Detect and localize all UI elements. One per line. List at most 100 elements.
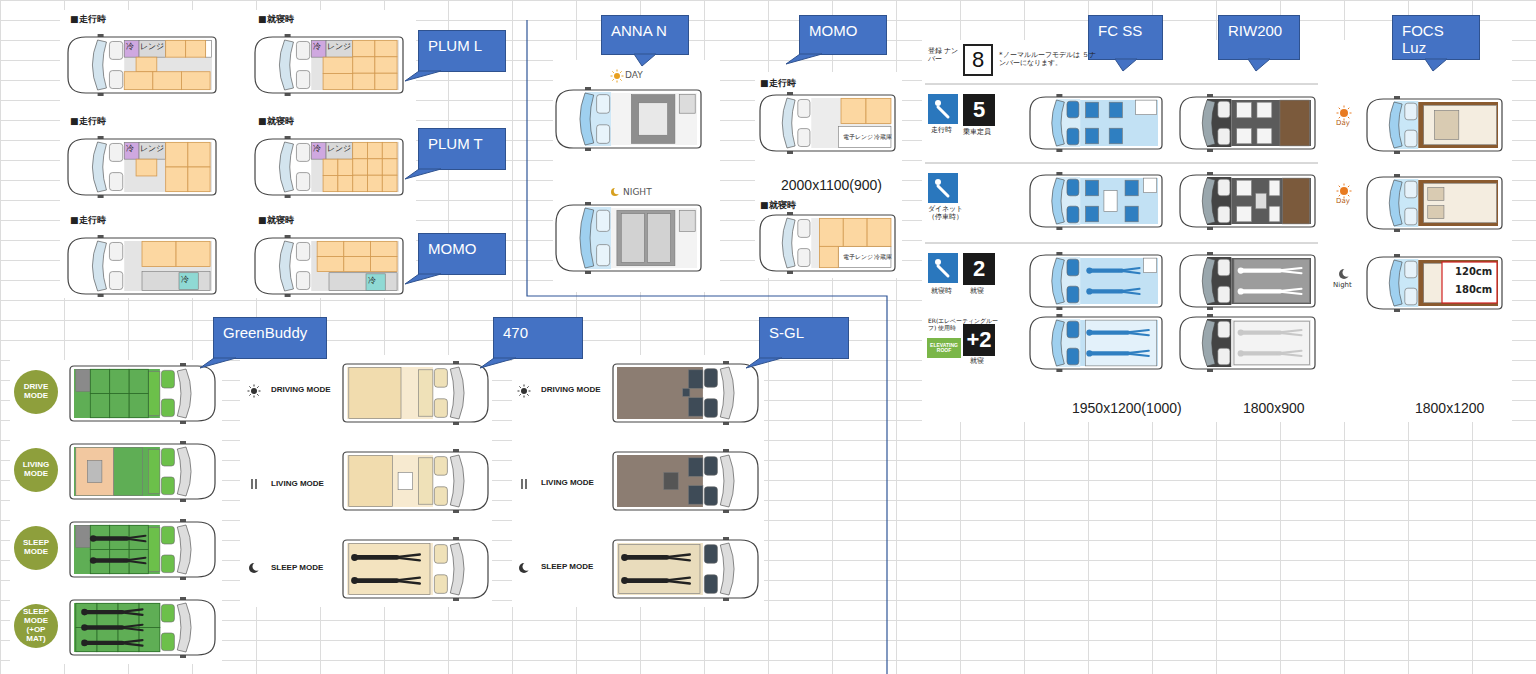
cargo-floor — [1231, 320, 1311, 366]
sun-ray — [620, 79, 621, 80]
person-body — [355, 578, 397, 583]
callout-tail-shape — [746, 358, 782, 368]
seat — [296, 143, 309, 161]
person-body — [625, 578, 667, 583]
person-body — [1241, 351, 1280, 355]
cargo-floor — [311, 40, 399, 90]
node-text: ANNA N — [611, 22, 667, 39]
cushion-tile — [367, 159, 382, 175]
cargo-floor — [1231, 178, 1311, 224]
callout-tail — [1115, 59, 1139, 73]
interior-part — [688, 370, 703, 389]
label-text: 冷 — [368, 277, 376, 286]
label-text: 冷蔵庫 — [874, 134, 892, 141]
cushion-tile — [110, 394, 129, 418]
interior-part — [148, 528, 160, 572]
cushion-tile — [370, 241, 397, 256]
label-text: DRIVING MODE — [541, 386, 601, 395]
interior-part — [688, 486, 703, 505]
person-body — [85, 610, 123, 614]
interior-part — [349, 543, 430, 594]
interior-part — [1109, 102, 1122, 118]
node-text: DRIVE MODE — [17, 383, 55, 401]
cushion-tile — [124, 72, 153, 90]
label-text: 登録 ナンバー — [928, 48, 960, 63]
interior-part — [418, 370, 433, 416]
seat — [109, 242, 122, 260]
cargo-floor — [74, 525, 160, 574]
interior-part — [647, 214, 670, 263]
sun-icon — [614, 73, 620, 79]
label-text: 冷 — [313, 43, 321, 52]
person-leg — [394, 581, 420, 584]
person-body — [93, 558, 127, 562]
sun-icon — [521, 388, 527, 394]
number-box: +2 — [963, 324, 995, 356]
seat — [1405, 181, 1417, 198]
cushion-tile — [188, 142, 210, 167]
node-text: PLUM T — [428, 135, 483, 152]
person-leg — [119, 628, 142, 631]
van-figure — [70, 597, 215, 658]
picture-panel — [240, 355, 492, 607]
seat — [1405, 208, 1417, 225]
seat — [109, 173, 122, 191]
windshield — [782, 218, 795, 268]
label-text: レンジ — [327, 145, 351, 154]
interior-part — [76, 447, 114, 495]
person-leg — [664, 557, 690, 560]
sun-ray — [620, 71, 621, 72]
sun-ray — [1350, 191, 1352, 192]
label-text: 走行時 — [931, 127, 952, 135]
person-leg — [125, 561, 146, 564]
interior-part — [1269, 206, 1280, 222]
cushion-tile — [382, 142, 397, 158]
van-body — [556, 205, 701, 271]
sun-ray — [1339, 195, 1340, 196]
cushion-tile — [110, 369, 129, 393]
interior-part — [349, 455, 393, 506]
van-figure — [343, 361, 488, 425]
person-body — [355, 555, 397, 560]
seat — [1405, 103, 1417, 120]
sun-ray — [524, 385, 525, 387]
interior-part — [1435, 110, 1459, 139]
interior-part — [1280, 100, 1310, 146]
callout-box: GreenBuddy — [213, 317, 327, 359]
cushion-tile — [90, 394, 109, 418]
label-text: 電子レンジ — [843, 134, 873, 141]
cargo-floor — [347, 455, 433, 507]
sun-icon — [1340, 109, 1348, 117]
moon-cut — [1343, 268, 1352, 277]
callout-box: RIW200 — [1218, 15, 1300, 60]
sun-ray — [519, 394, 520, 395]
van-body — [1180, 255, 1315, 307]
windshield — [720, 455, 734, 507]
callout-tail — [744, 358, 788, 372]
label-text: LIVING MODE — [541, 479, 594, 488]
callout-tail — [784, 54, 828, 68]
sun-icon — [1340, 187, 1348, 195]
callout-tail — [634, 54, 658, 68]
van-figure — [1367, 96, 1502, 154]
label-text: 就寝時 — [931, 288, 952, 296]
interior-part — [1424, 105, 1497, 145]
callout-box: MOMO — [418, 233, 506, 275]
seat — [704, 399, 717, 418]
seat — [1405, 130, 1417, 147]
interior-part — [1257, 128, 1272, 144]
label-text: Day — [1336, 198, 1350, 206]
interior-part — [1428, 206, 1444, 219]
label-text: ■就寝時 — [760, 201, 796, 211]
windshield — [279, 142, 293, 192]
cushion-tile — [323, 159, 338, 175]
cushion-tile — [353, 57, 375, 73]
seat — [1067, 348, 1079, 365]
person-leg — [1119, 271, 1139, 274]
person-body — [625, 555, 667, 560]
callout-box: 470 — [493, 317, 583, 359]
seat — [296, 272, 309, 290]
label-text: ■走行時 — [70, 15, 106, 25]
sun-ray — [257, 386, 258, 387]
windshield — [1389, 102, 1402, 148]
